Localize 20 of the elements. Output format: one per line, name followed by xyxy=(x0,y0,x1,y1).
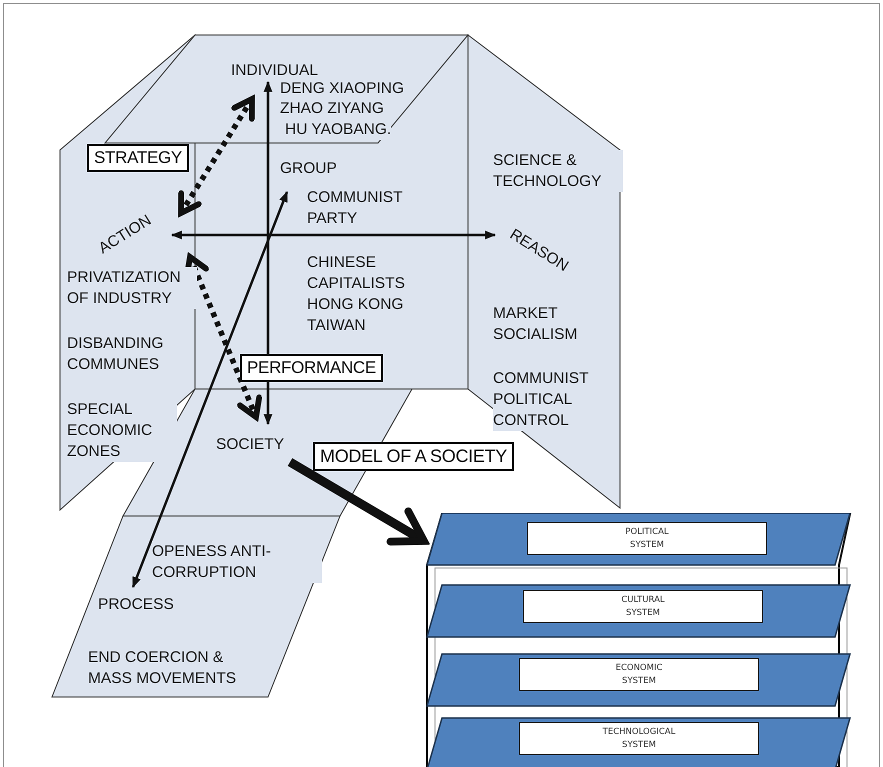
arrow xyxy=(288,458,428,546)
edge-label: STRATEGY xyxy=(87,144,189,172)
axis-label: SOCIETY xyxy=(216,436,284,454)
axis-label: GROUP xyxy=(280,160,337,178)
label-text: PRIVATIZATION OF INDUSTRY xyxy=(67,267,197,309)
dotted-arrow xyxy=(178,96,255,216)
system-box: TECHNOLOGICAL SYSTEM xyxy=(519,722,759,755)
system-box: ECONOMIC SYSTEM xyxy=(519,658,759,691)
dotted-arrow xyxy=(184,254,262,420)
arrow xyxy=(170,230,496,240)
axis-label: PROCESS xyxy=(98,596,174,614)
edge-label: PERFORMANCE xyxy=(240,354,383,382)
system-box: POLITICAL SYSTEM xyxy=(527,522,767,555)
label-text: SCIENCE & TECHNOLOGY xyxy=(493,150,623,192)
system-box: CULTURAL SYSTEM xyxy=(523,590,763,623)
edge-label: MODEL OF A SOCIETY xyxy=(313,442,514,471)
label-text: OPENESS ANTI-CORRUPTION xyxy=(152,541,322,583)
axis-label: INDIVIDUAL xyxy=(231,62,318,80)
arrow xyxy=(132,190,288,588)
arrow xyxy=(264,80,272,426)
